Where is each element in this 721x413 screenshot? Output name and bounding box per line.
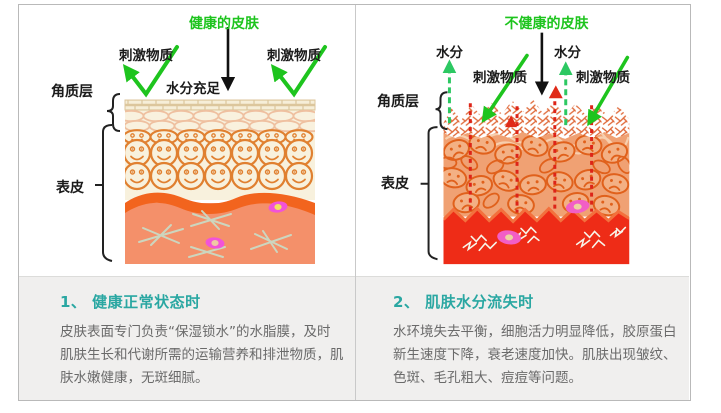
stratum-corneum-brace	[435, 91, 448, 131]
water-loss-caption: 2、 肌肤水分流失时 水环境失去平衡，细胞活力明显降低，胶原蛋白 新生速度下降，…	[356, 276, 689, 400]
unhealthy-skin-diagram	[420, 32, 630, 265]
caption-title-water-loss: 2、 肌肤水分流失时	[393, 293, 534, 311]
caption-body-water-loss: 水环境失去平衡，细胞活力明显降低，胶原蛋白 新生速度下降，衰老速度加快。肌肤出现…	[393, 321, 689, 390]
caption-line: 水环境失去平衡，细胞活力明显降低，胶原蛋白	[393, 324, 677, 340]
dermis-cell-1	[268, 201, 288, 213]
healthy-skin-cross-section	[124, 99, 316, 264]
penetrating-irritant-large	[548, 85, 563, 99]
stratum-corneum-brace	[106, 93, 121, 132]
caption-line: 皮肤表面专门负责“保湿锁水”的水脂膜，及时	[60, 324, 331, 340]
caption-line: 色斑、毛孔粗大、痘痘等问题。	[393, 370, 582, 386]
irritant-penetration-arrow-right	[587, 55, 630, 127]
healthy-skin-panel: 健康的皮肤 刺激物质 刺激物质 水分充足 角质层 表皮	[19, 5, 355, 276]
penetrating-irritant-small	[505, 115, 518, 128]
irritant-label-left: 刺激物质	[119, 48, 173, 64]
irritant-label-left: 刺激物质	[473, 70, 527, 86]
water-label-left: 水分	[436, 45, 463, 61]
water-label-right: 水分	[554, 45, 581, 61]
caption-title-healthy: 1、 健康正常状态时	[60, 293, 201, 311]
dermis-cell-2	[497, 230, 521, 245]
unhealthy-skin-panel: 不健康的皮肤 水分 水分 刺激物质 刺激物质 角质层 表皮	[356, 5, 689, 276]
irritant-label-right: 刺激物质	[267, 48, 321, 64]
dermis-jagged-edge	[443, 206, 630, 224]
healthy-skin-diagram	[95, 27, 327, 264]
irritant-label-right: 刺激物质	[576, 70, 630, 86]
panel-divider	[355, 5, 356, 400]
broken-collagen-fibers	[462, 226, 627, 252]
caption-body-healthy: 皮肤表面专门负责“保湿锁水”的水脂膜，及时 肌肤生长和代谢所需的运输营养和排泄物…	[60, 321, 355, 390]
moisture-sufficient-label: 水分充足	[166, 81, 220, 97]
dermis-boundary-wave	[125, 192, 315, 215]
irritant-bounce-arrow-left	[122, 45, 179, 98]
damaged-dermis-layer	[443, 208, 630, 265]
epidermis-label: 表皮	[381, 176, 409, 192]
epidermis-bracket	[95, 124, 113, 262]
irritant-bounce-arrow-right	[270, 45, 327, 98]
irritant-penetration-arrow-left	[481, 53, 529, 124]
dermis-cell-1	[565, 199, 590, 214]
unhealthy-skin-cross-section	[443, 99, 630, 265]
healthy-state-caption: 1、 健康正常状态时 皮肤表面专门负责“保湿锁水”的水脂膜，及时 肌肤生长和代谢…	[19, 276, 355, 400]
unhealthy-skin-title: 不健康的皮肤	[504, 16, 589, 32]
collagen-fibers	[138, 210, 292, 258]
stratum-corneum-label: 角质层	[377, 94, 419, 110]
dermis-cell-2	[205, 237, 225, 249]
stratum-corneum-bricks	[124, 99, 316, 111]
caption-line: 肤水嫩健康，无斑细腻。	[60, 370, 209, 386]
stratum-corneum-label: 角质层	[51, 84, 93, 100]
epidermis-bracket	[420, 126, 438, 261]
content-frame: 健康的皮肤 刺激物质 刺激物质 水分充足 角质层 表皮	[18, 4, 691, 401]
caption-line: 肌肤生长和代谢所需的运输营养和排泄物质，肌	[60, 347, 344, 363]
healthy-skin-title: 健康的皮肤	[189, 16, 259, 32]
epidermis-label: 表皮	[56, 180, 84, 196]
caption-line: 新生速度下降，衰老速度加快。肌肤出现皱纹、	[393, 347, 677, 363]
